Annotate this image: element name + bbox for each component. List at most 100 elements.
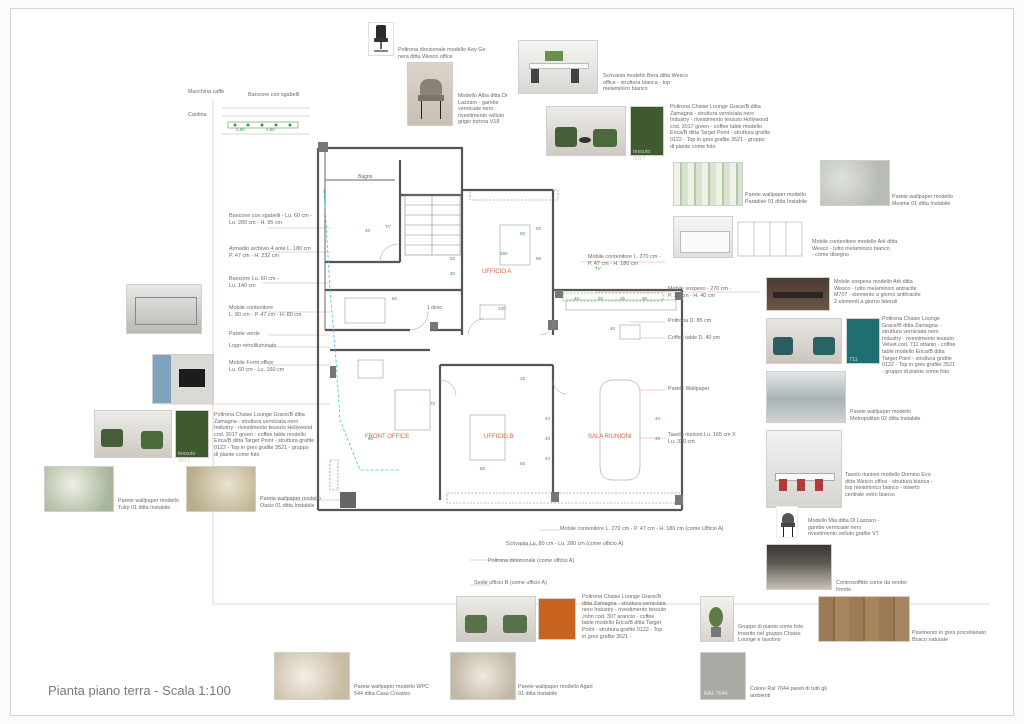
mobile-elevation-sketch — [737, 221, 803, 257]
svg-text:40: 40 — [610, 326, 616, 331]
photo-wallpaper-tulip — [44, 466, 114, 512]
swatch-pavimento — [818, 596, 910, 642]
note-mobile-contenitore-a: Mobile contenitore L. 270 cm - P. 47 cm … — [588, 254, 661, 267]
bancone-dim-1: 2,90 — [236, 127, 245, 132]
note-mobile-contenitore-80: Mobile contenitore L. 80 cm - P. 47 cm -… — [229, 305, 302, 318]
photo-controsoffitto — [766, 544, 832, 590]
note-mobile-front-office: Mobile Front office Lu. 60 cm - Lu. 160 … — [229, 360, 285, 373]
caption-pavimento: Pavimento in gres porcellanato Bosco nat… — [912, 630, 987, 643]
svg-text:40: 40 — [545, 436, 551, 441]
note-logo: Logo retroilluminato — [229, 343, 277, 349]
svg-text:82: 82 — [450, 256, 456, 261]
svg-text:50: 50 — [520, 231, 526, 236]
furniture — [344, 224, 677, 481]
photo-sedia-mia — [776, 506, 798, 538]
caption-wallpaper-mesme: Parete wallpaper modello Mesme 01 ditta … — [892, 194, 953, 207]
photo-wallpaper-oasis — [186, 466, 256, 512]
swatch-ral-7044: RAL 7044 — [700, 652, 746, 700]
thin-walls — [324, 150, 395, 330]
caption-wallpaper-agari: Parete wallpaper modello Agari 01 ditta … — [518, 684, 593, 697]
caption-chaise-top: Poltrona Chaise Lounge Grace/B ditta Zam… — [670, 104, 771, 150]
caption-wallpaper-wpc: Parete wallpaper modello WPC 544 ditta C… — [354, 684, 429, 697]
photo-chaise-top — [546, 106, 626, 156]
photo-tavolo-domino — [766, 430, 842, 508]
svg-text:40: 40 — [574, 296, 580, 301]
note-parete-verde: Parete verde — [229, 331, 260, 337]
room-label-ufficio-a: UFFICIO A — [482, 269, 511, 275]
photo-wallpaper-metropolitan — [766, 371, 846, 423]
svg-text:40: 40 — [545, 416, 551, 421]
svg-text:TV: TV — [385, 224, 391, 229]
note-coffee-table: Coffee table D. 40 cm — [668, 335, 721, 341]
photo-wallpaper-mesme — [820, 160, 890, 206]
note-mobile-sospeso: Mobile sospeso - 270 cm - P. 35 cm - H. … — [668, 286, 732, 299]
swatch-green-left-code: tessuto 3017 — [178, 451, 196, 464]
svg-text:TV: TV — [595, 266, 601, 271]
svg-text:60: 60 — [392, 296, 398, 301]
room-label-front-office: FRONT OFFICE — [365, 434, 409, 440]
caption-mobile-sospeso: Mobile sospeso modello Ark ditta Wesco -… — [834, 279, 921, 305]
photo-wallpaper-paradise — [673, 162, 743, 206]
note-bancone-sgabelli: Bancone con sgabelli - Lu. 60 cm - Lu. 2… — [229, 213, 313, 226]
svg-text:30: 30 — [642, 296, 648, 301]
sheet-title: Pianta piano terra - Scala 1:100 — [48, 683, 231, 698]
svg-text:55: 55 — [520, 461, 526, 466]
photo-gruppo-piante — [700, 596, 734, 642]
room-label-wc: 1 deoc — [427, 305, 443, 311]
note-bancone-140: Bancone Lu. 60 cm - Lu. 140 cm — [229, 276, 279, 289]
label-bancone: Bancone con sgabelli — [248, 92, 300, 98]
svg-text:93: 93 — [536, 226, 542, 231]
caption-chaise-bottom: Poltrona Chaise Lounge Grace/B ditta Zam… — [582, 594, 667, 640]
photo-scrivania-bera — [518, 40, 598, 94]
photo-render-ufficio — [126, 284, 202, 334]
note-scrivania-b: Scrivania Lu. 80 cm - Lu. 280 cm (come u… — [506, 541, 624, 547]
caption-wallpaper-metropolitan: Parete wallpaper modello Metropolitan 02… — [850, 409, 921, 422]
caption-chaise-left: Poltrona Chaise Lounge Grace/B ditta Zam… — [214, 412, 315, 458]
caption-scrivania-bera: Scrivania modello Bera ditta Wesco offic… — [603, 73, 688, 93]
svg-text:40: 40 — [655, 416, 661, 421]
svg-text:100: 100 — [498, 306, 506, 311]
staircase — [404, 194, 461, 256]
caption-wallpaper-paradise: Parete wallpaper modello Paradise 01 dit… — [745, 192, 808, 205]
swatch-green-left: tessuto 3017 — [175, 410, 209, 464]
photo-chaise-left — [94, 410, 172, 458]
caption-wallpaper-tulip: Parete wallpaper modello Tulip 01 ditta … — [118, 498, 179, 511]
columns — [318, 142, 683, 505]
photo-mobile-sospeso — [766, 277, 830, 311]
caption-chaise-right: Poltrona Chaise Lounge Grace/B ditta Zam… — [882, 316, 956, 375]
caption-colore-ral: Colore Ral 7044 pareti di tutti gli ambi… — [750, 686, 827, 699]
label-cantina: Cantina — [188, 112, 207, 118]
room-label-bagno: Bagno — [358, 174, 373, 180]
swatch-orange — [538, 598, 576, 640]
caption-mobile-ark: Mobile contenitore modello Ark ditta Wes… — [812, 239, 898, 259]
photo-chaise-bottom — [456, 596, 536, 642]
photo-poltrona-direzionale — [368, 22, 394, 56]
svg-text:30: 30 — [450, 271, 456, 276]
note-poltrona-b: Poltrona direzionale (come ufficio A) — [488, 558, 575, 564]
svg-text:80: 80 — [480, 466, 486, 471]
caption-tavolo-domino: Tavolo riunioni modello Domino Evo ditta… — [845, 472, 933, 498]
caption-sedia-alba: Modello Alba ditta Di Lazzaro - gambe ve… — [458, 93, 508, 126]
svg-text:250: 250 — [500, 251, 508, 256]
svg-text:70: 70 — [430, 401, 436, 406]
bancone-dim-2: 2,90 — [266, 127, 275, 132]
note-parete-wallpaper: Parete Wallpaper — [668, 386, 710, 392]
swatch-green-top: tessuto 3017 — [630, 106, 664, 162]
note-tavolo-riunioni: Tavolo riunioni Lu. 165 cm X Lu. 330 cm — [668, 432, 736, 445]
swatch-green-top-code: tessuto 3017 — [633, 149, 651, 162]
walls — [316, 146, 684, 512]
swatch-teal-code: 711 — [849, 357, 858, 363]
photo-chaise-right — [766, 318, 842, 364]
note-poltrona-d85: Poltrona D. 85 cm — [668, 318, 712, 324]
photo-render-front-office — [152, 354, 214, 404]
glass-partition — [323, 189, 400, 471]
room-label-ufficio-b: UFFICIO B — [484, 434, 514, 440]
caption-poltrona-direzionale: Poltrona direzionale modello Key Go nera… — [398, 47, 486, 60]
caption-wallpaper-oasis: Parete wallpaper modello Oasis 01 ditta … — [260, 496, 321, 509]
note-sedie-b: Sedie ufficio B (come ufficio A) — [474, 580, 547, 586]
caption-gruppo-piante: Gruppo di piante come foto inserito nel … — [738, 624, 804, 644]
bancone-diagram — [222, 107, 310, 135]
photo-mobile-ark — [673, 216, 733, 258]
